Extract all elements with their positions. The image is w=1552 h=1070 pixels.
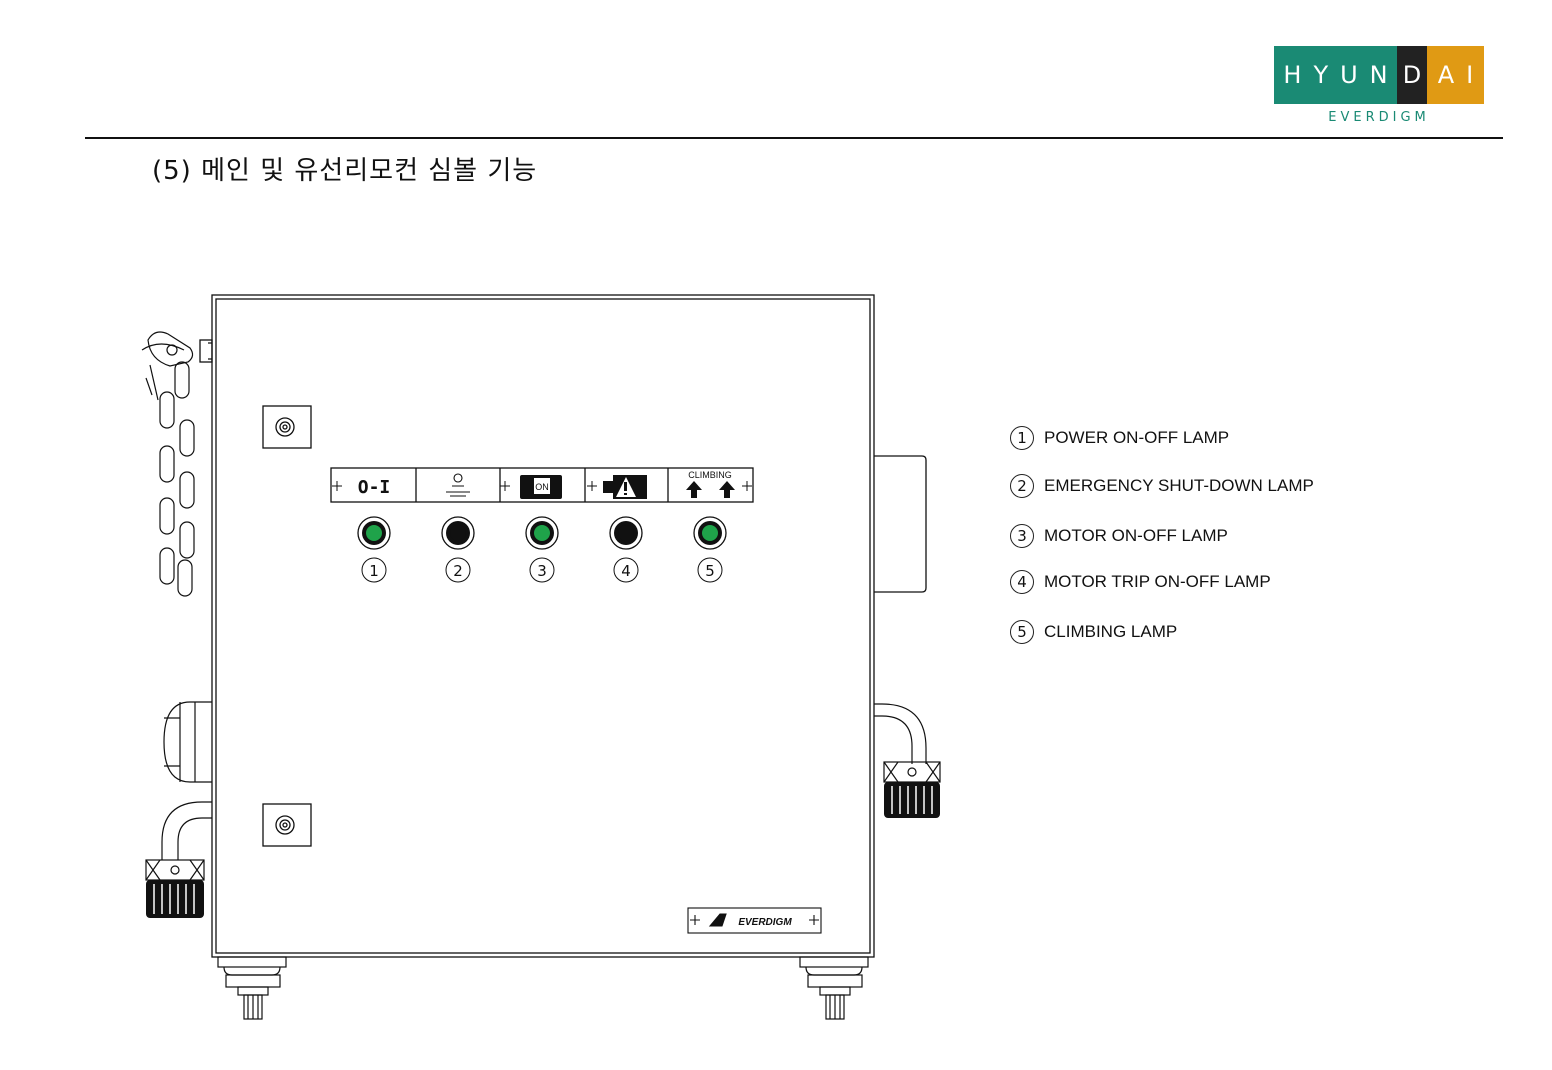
legend-item: 3 MOTOR ON-OFF LAMP xyxy=(1010,522,1228,550)
section-title: (5) 메인 및 유선리모컨 심볼 기능 xyxy=(152,156,538,186)
left-connector-grip xyxy=(146,880,204,918)
right-connector xyxy=(874,703,941,783)
logo-text-d: D xyxy=(1397,46,1427,104)
emergency-stop-symbol xyxy=(446,473,470,497)
lamp-5-bezel xyxy=(693,516,727,550)
legend-text: POWER ON-OFF LAMP xyxy=(1044,428,1230,447)
cabinet-inner xyxy=(215,298,871,954)
foot-right xyxy=(799,956,869,1020)
lamp-2-lens xyxy=(450,525,466,541)
lock-top xyxy=(262,405,312,449)
legend-number: 2 xyxy=(1010,474,1034,498)
lamp-4-number-circle xyxy=(613,557,639,583)
motor-on-label: ON xyxy=(535,482,549,492)
side-handle xyxy=(874,455,927,593)
lamp-1-number: 1 xyxy=(369,562,379,580)
legend-item: 1 POWER ON-OFF LAMP xyxy=(1010,424,1229,452)
lamp-5-number: 5 xyxy=(705,562,715,580)
lamp-2-number-circle xyxy=(445,557,471,583)
cabinet-outer xyxy=(211,294,875,958)
legend-item: 4 MOTOR TRIP ON-OFF LAMP xyxy=(1010,568,1271,596)
left-connector xyxy=(145,801,212,881)
hyundai-logo: HYUN D AI xyxy=(1274,46,1484,104)
lamp-4-bezel xyxy=(609,516,643,550)
logo-text-hyun: HYUN xyxy=(1274,46,1397,104)
lamps-group: 1 2 3 4 5 xyxy=(357,516,727,583)
legend-text: CLIMBING LAMP xyxy=(1044,622,1178,641)
header-rule xyxy=(85,137,1503,139)
lamp-3-bezel xyxy=(525,516,559,550)
lamp-1-bezel xyxy=(357,516,391,550)
lamp-1-number-circle xyxy=(361,557,387,583)
climbing-arrow-2 xyxy=(719,481,735,498)
climbing-label: CLIMBING xyxy=(688,470,732,480)
foot-left xyxy=(217,956,287,1020)
legend-text: MOTOR TRIP ON-OFF LAMP xyxy=(1044,572,1271,591)
nameplate-brand: EVERDIGM xyxy=(738,917,792,928)
left-cable-gland xyxy=(163,701,212,783)
legend-number: 4 xyxy=(1010,570,1034,594)
legend-text: EMERGENCY SHUT-DOWN LAMP xyxy=(1044,476,1314,495)
lamp-4-lens xyxy=(618,525,634,541)
lamp-4-number: 4 xyxy=(621,562,631,580)
lock-bottom xyxy=(262,803,312,847)
lamp-3-number-circle xyxy=(529,557,555,583)
legend-number: 3 xyxy=(1010,524,1034,548)
chain xyxy=(141,331,195,597)
logo-subtitle: EVERDIGM xyxy=(1328,110,1430,125)
lamp-2-bezel xyxy=(441,516,475,550)
symbol-strip xyxy=(330,467,754,503)
legend-item: 2 EMERGENCY SHUT-DOWN LAMP xyxy=(1010,472,1314,500)
lamp-5-number-circle xyxy=(697,557,723,583)
lamp-5-lens xyxy=(702,525,718,541)
legend-text: MOTOR ON-OFF LAMP xyxy=(1044,526,1228,545)
lamp-1-lens xyxy=(366,525,382,541)
legend-number: 1 xyxy=(1010,426,1034,450)
lamp-3-number: 3 xyxy=(537,562,547,580)
lamp-3-lens xyxy=(534,525,550,541)
logo-text-ai: AI xyxy=(1427,46,1484,104)
lamp-2-number: 2 xyxy=(453,562,463,580)
power-symbol-label: O-I xyxy=(358,477,391,498)
climbing-arrow-1 xyxy=(686,481,702,498)
legend-number: 5 xyxy=(1010,620,1034,644)
nameplate xyxy=(687,907,822,934)
legend-item: 5 CLIMBING LAMP xyxy=(1010,618,1177,646)
